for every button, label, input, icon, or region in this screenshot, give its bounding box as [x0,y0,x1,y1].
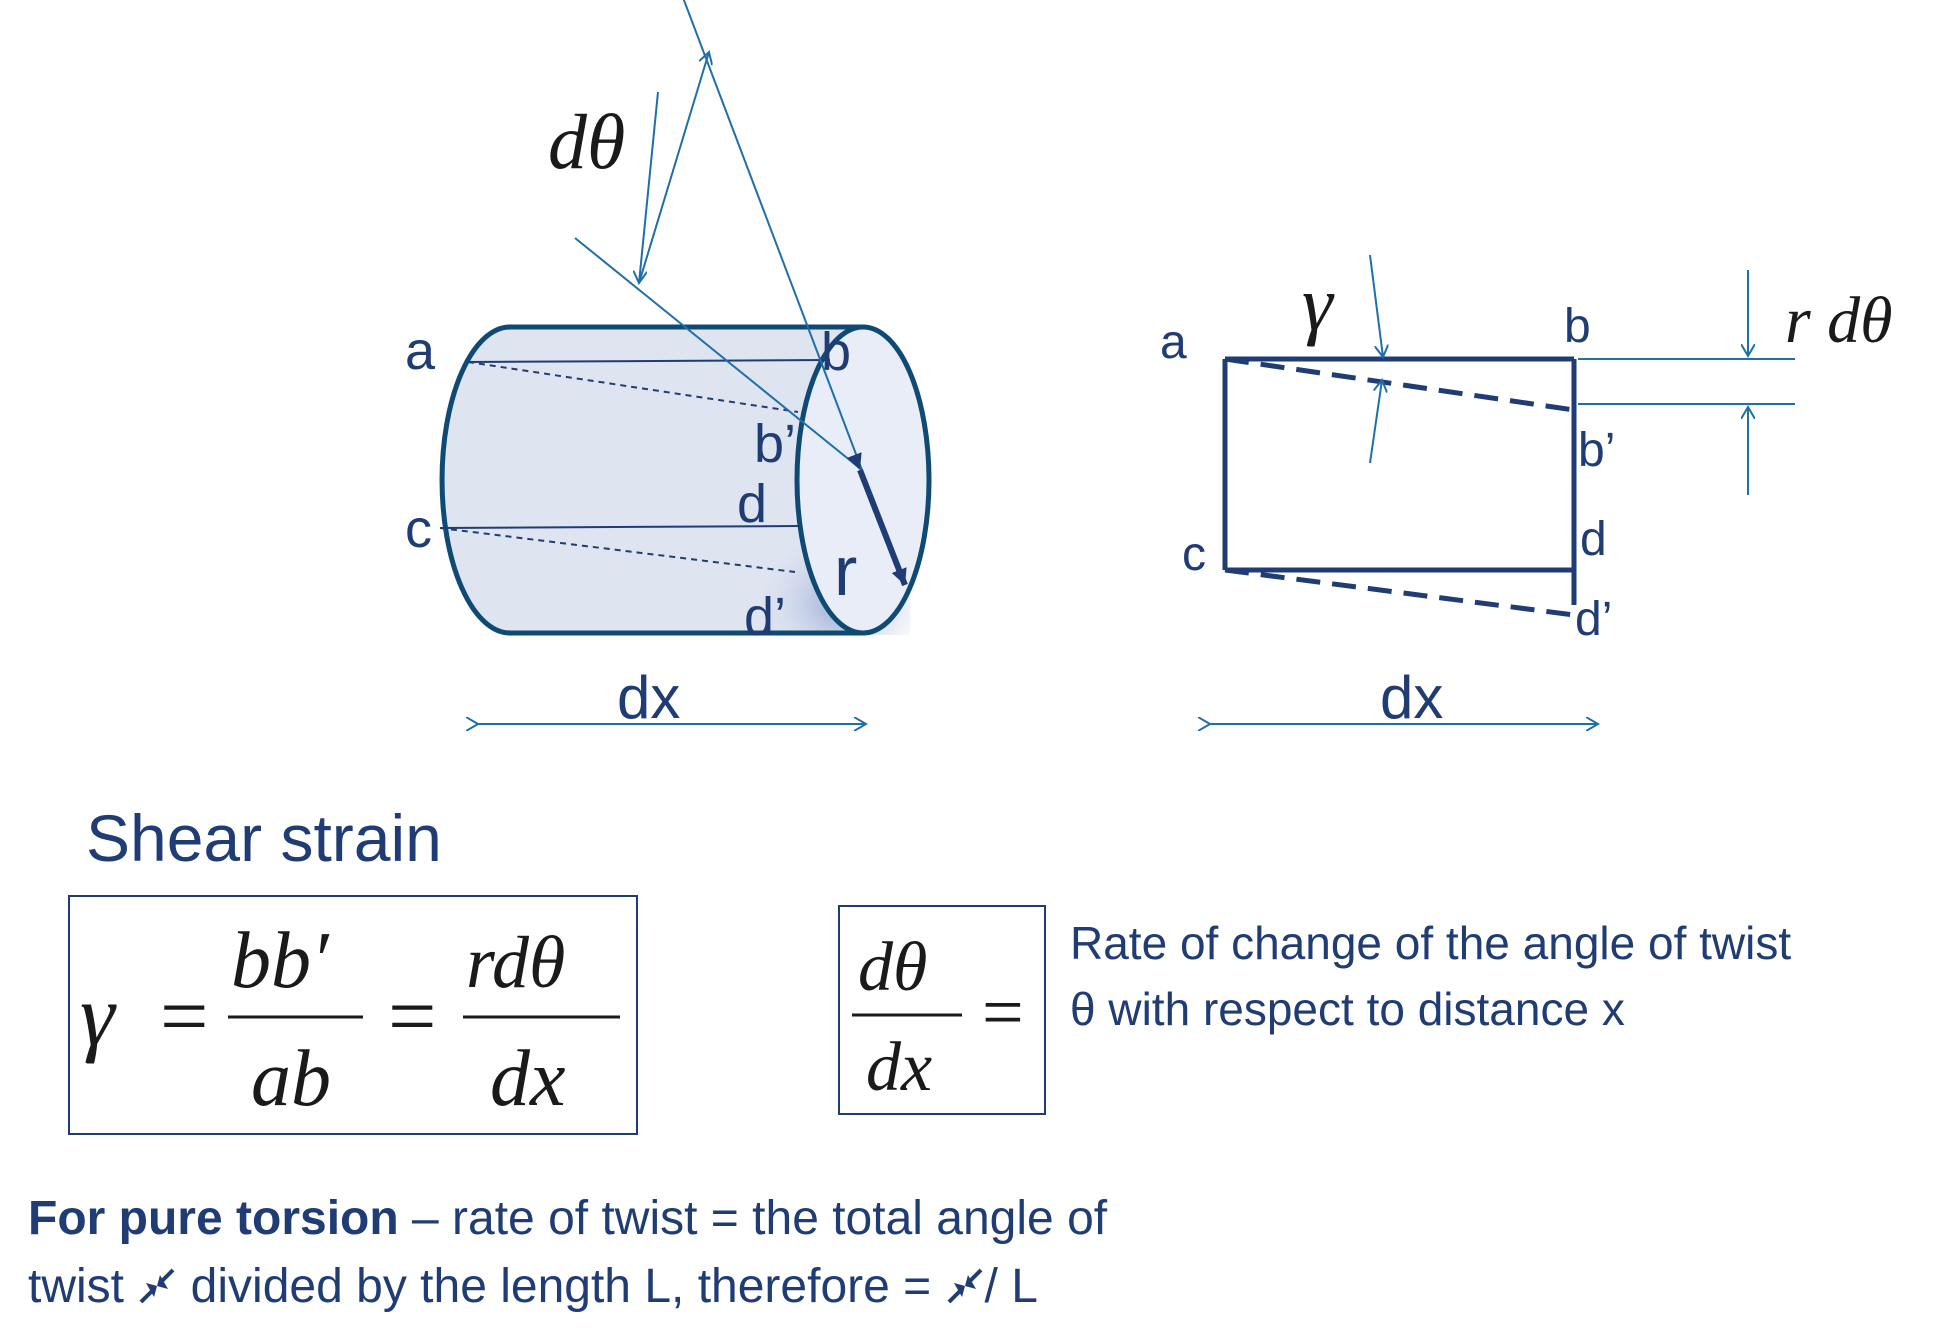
pure-torsion-line-2: twist divided by the length L, therefore… [28,1253,1328,1321]
label-d-prime-right: d’ [1575,593,1612,646]
rate-of-twist-equation: dθ dx = [852,929,1024,1106]
rate-numerator: dθ [858,929,927,1006]
eq-equals-1: = [160,968,209,1064]
pure-torsion-note: For pure torsion – rate of twist = the t… [28,1185,1328,1321]
rate-description-line-2: θ with respect to distance x [1070,983,1625,1035]
rate-description: Rate of change of the angle of twist θ w… [1070,910,1930,1042]
gamma-arrow-up [1369,380,1382,464]
dtheta-arrow-1 [639,91,659,283]
label-r: r [834,532,857,610]
dtheta-ray-1 [574,237,863,471]
compress-arrows-icon [137,1257,177,1304]
pure-torsion-line-1: For pure torsion – rate of twist = the t… [28,1185,1328,1253]
label-gamma-right: γ [1302,260,1335,347]
rectangle-diagram: a b b’ c d d’ γ r dθ dx [1160,254,1893,731]
rect-top-dashed [1224,356,1575,413]
rate-equals: = [982,972,1024,1054]
label-a-right: a [1160,316,1187,369]
shear-strain-title: Shear strain [86,801,442,875]
eq-gamma: γ [80,968,117,1065]
label-b-prime: b’ [754,414,796,474]
shear-strain-equation: γ = bb′ ab = rdθ dx [80,917,620,1123]
frac1-numerator: bb′ [231,917,330,1005]
pure-torsion-bold: For pure torsion [28,1192,399,1245]
rate-denominator: dx [866,1029,932,1106]
rate-description-line-1: Rate of change of the angle of twist [1070,917,1792,969]
rate-of-twist-equation-box: dθ dx = [838,905,1046,1115]
label-dtheta: dθ [548,98,625,185]
line-a-b [467,359,831,363]
frac2-denominator: dx [490,1035,566,1123]
line-a-bprime [467,361,799,413]
gamma-arrow-down [1369,254,1383,357]
frac1-denominator: ab [251,1035,331,1123]
pure-torsion-line-2-b: divided by the length L, therefore = [177,1260,945,1313]
shear-strain-equation-box: γ = bb′ ab = rdθ dx [68,895,638,1135]
label-dx-right: dx [1380,664,1443,731]
rect-bottom-dashed [1224,567,1575,618]
eq-equals-2: = [388,968,437,1064]
compress-arrows-icon-2 [945,1257,985,1304]
label-rdtheta: r dθ [1785,284,1893,357]
label-b-prime-right: b’ [1578,424,1615,477]
label-d-right: d [1580,513,1607,566]
radius-arrow [846,452,908,587]
label-a: a [405,321,436,381]
frac2-numerator: rdθ [466,922,565,1004]
label-dx-left: dx [617,664,680,731]
pure-torsion-line-2-a: twist [28,1260,138,1313]
cylinder-outline [439,324,863,636]
label-d-prime: d’ [744,587,786,647]
dtheta-ray-2 [682,0,863,471]
pure-torsion-line-2-c: / L [984,1260,1038,1313]
cylinder-diagram: a b b’ c d d’ r dθ dx [405,0,932,731]
line-c-d [439,525,801,529]
label-d: d [737,474,767,534]
label-b-right: b [1564,300,1591,353]
label-c-right: c [1182,528,1206,581]
label-c: c [405,499,432,559]
pure-torsion-line-1-rest: – rate of twist = the total angle of [398,1192,1108,1245]
label-b: b [821,322,851,382]
line-c-dprime [439,527,796,573]
dtheta-arrow-2 [638,52,709,284]
